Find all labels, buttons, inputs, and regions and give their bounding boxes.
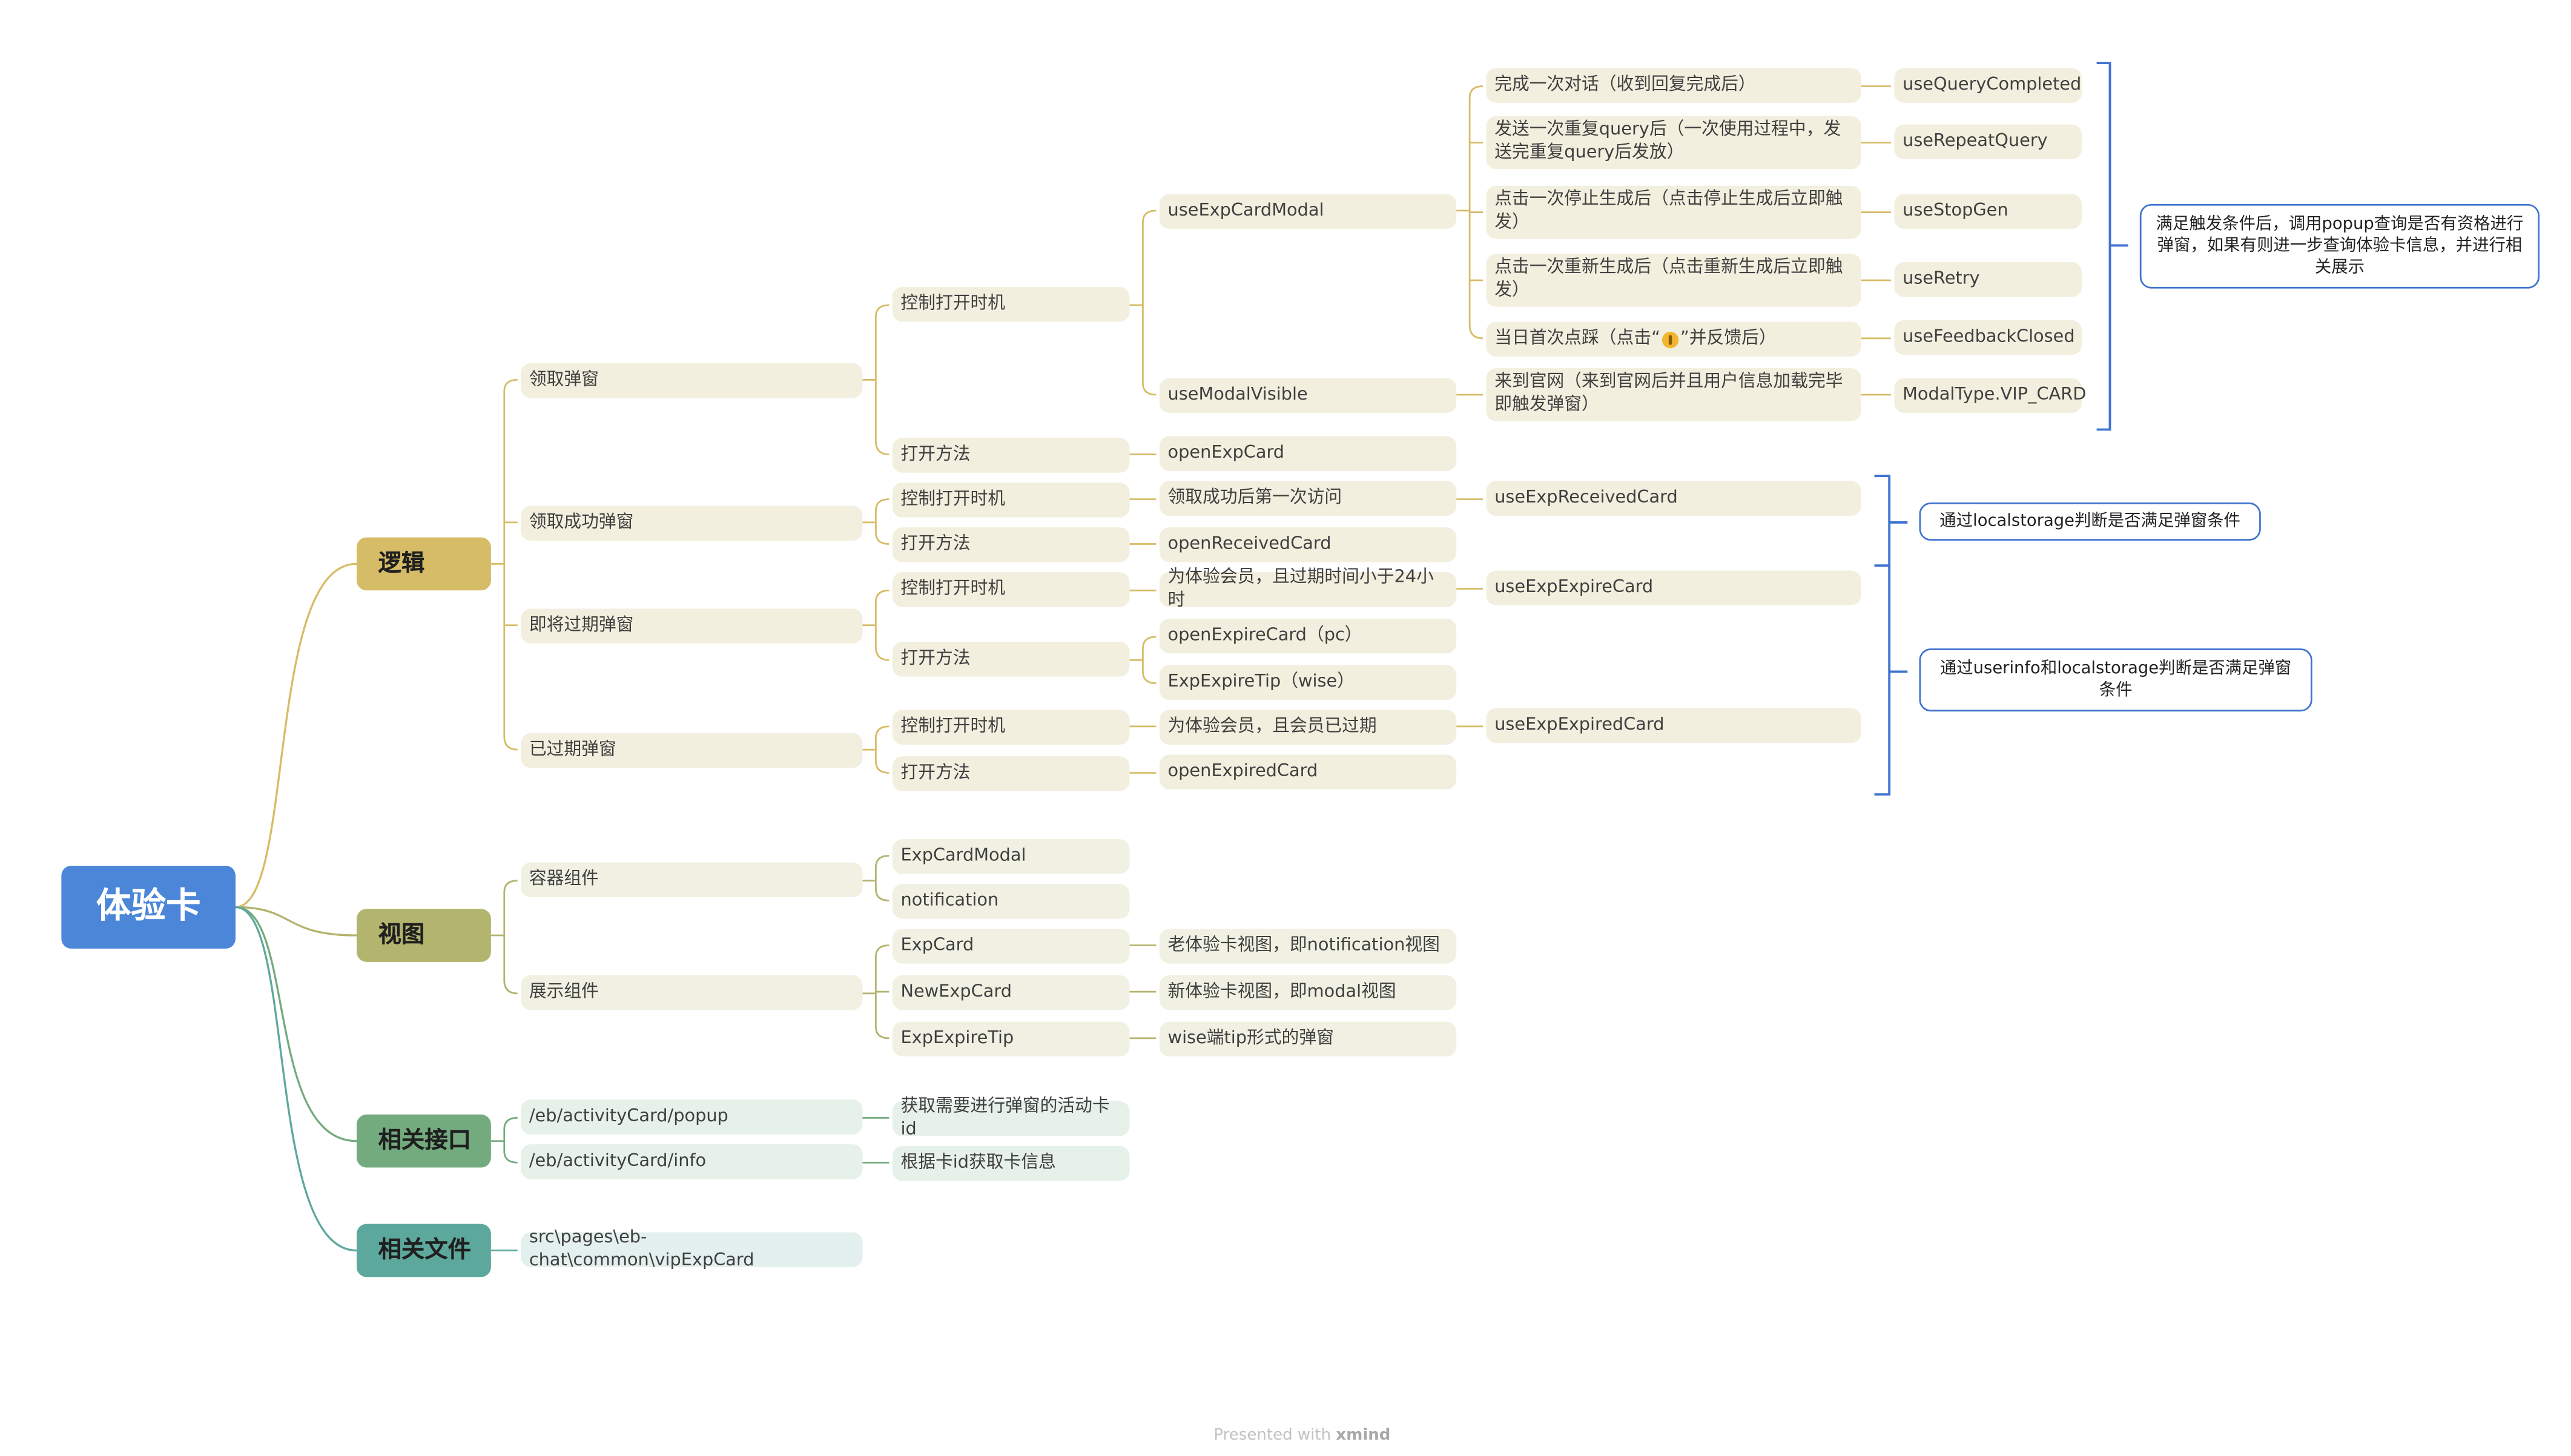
topic-new-exp-card[interactable]: NewExpCard — [892, 975, 1130, 1010]
branch-logic[interactable]: 逻辑 — [356, 537, 491, 591]
topic-open-exp-card[interactable]: openExpCard — [1159, 436, 1457, 471]
api-popup-path[interactable]: /eb/activityCard/popup — [521, 1099, 863, 1135]
topic-exp-expire-tip-wise[interactable]: ExpExpireTip（wise） — [1159, 665, 1457, 700]
desc-exp-expire-tip[interactable]: wise端tip形式的弹窗 — [1159, 1021, 1457, 1056]
trigger-official-site[interactable]: 来到官网（来到官网后并且用户信息加载完毕即触发弹窗） — [1486, 368, 1861, 421]
topic-use-modal-visible[interactable]: useModalVisible — [1159, 378, 1457, 413]
topic-open-received-card[interactable]: openReceivedCard — [1159, 527, 1457, 562]
hook-use-query-completed[interactable]: useQueryCompleted — [1894, 68, 2082, 103]
footer-credit: Presented with xmind — [1161, 1426, 1444, 1444]
trigger-stop-gen[interactable]: 点击一次停止生成后（点击停止生成后立即触发） — [1486, 185, 1861, 239]
topic-notification[interactable]: notification — [892, 884, 1130, 919]
topic-exp-card[interactable]: ExpCard — [892, 929, 1130, 964]
topic-claim-success[interactable]: 领取成功弹窗 — [521, 506, 863, 541]
api-info-desc[interactable]: 根据卡id获取卡信息 — [892, 1145, 1130, 1181]
xmind-logo: xmind — [1336, 1426, 1391, 1445]
topic-use-exp-card-modal[interactable]: useExpCardModal — [1159, 194, 1457, 229]
topic-expired-timing-value[interactable]: 为体验会员，且会员已过期 — [1159, 710, 1457, 745]
topic-container-components[interactable]: 容器组件 — [521, 862, 863, 898]
topic-expired-timing[interactable]: 控制打开时机 — [892, 710, 1130, 745]
api-popup-desc[interactable]: 获取需要进行弹窗的活动卡id — [892, 1096, 1130, 1139]
topic-open-expire-card-pc[interactable]: openExpireCard（pc） — [1159, 618, 1457, 654]
hook-use-retry[interactable]: useRetry — [1894, 262, 2082, 297]
topic-exp-card-modal[interactable]: ExpCardModal — [892, 839, 1130, 874]
thumbs-down-icon — [1662, 331, 1679, 348]
file-path[interactable]: src\pages\eb-chat\common\vipExpCard — [521, 1227, 863, 1270]
trigger-retry[interactable]: 点击一次重新生成后（点击重新生成后立即触发） — [1486, 254, 1861, 307]
topic-expired-open[interactable]: 打开方法 — [892, 756, 1130, 791]
footer-prefix: Presented with — [1213, 1426, 1332, 1445]
hook-use-exp-received-card[interactable]: useExpReceivedCard — [1486, 481, 1861, 516]
trigger-query-completed[interactable]: 完成一次对话（收到回复完成后） — [1486, 68, 1861, 103]
desc-exp-card[interactable]: 老体验卡视图，即notification视图 — [1159, 929, 1457, 964]
topic-claim-modal[interactable]: 领取弹窗 — [521, 363, 863, 398]
trigger-feedback-text-after: ”并反馈后） — [1680, 328, 1777, 348]
trigger-feedback-text-before: 当日首次点踩（点击“ — [1494, 328, 1661, 348]
topic-expiring-open[interactable]: 打开方法 — [892, 642, 1130, 677]
note-userinfo-localstorage[interactable]: 通过userinfo和localstorage判断是否满足弹窗条件 — [1919, 648, 2312, 712]
hook-use-exp-expire-card[interactable]: useExpExpireCard — [1486, 570, 1861, 605]
note-popup-query[interactable]: 满足触发条件后，调用popup查询是否有资格进行弹窗，如果有则进一步查询体验卡信… — [2139, 203, 2540, 289]
topic-expiring-timing-value[interactable]: 为体验会员，且过期时间小于24小时 — [1159, 567, 1457, 610]
trigger-feedback[interactable]: 当日首次点踩（点击“ ”并反馈后） — [1486, 321, 1861, 357]
topic-expiring-timing[interactable]: 控制打开时机 — [892, 572, 1130, 607]
branch-files[interactable]: 相关文件 — [356, 1224, 491, 1277]
hook-use-feedback-closed[interactable]: useFeedbackClosed — [1894, 320, 2082, 355]
hook-use-repeat-query[interactable]: useRepeatQuery — [1894, 124, 2082, 159]
topic-success-timing-value[interactable]: 领取成功后第一次访问 — [1159, 481, 1457, 516]
api-info-path[interactable]: /eb/activityCard/info — [521, 1144, 863, 1179]
hook-modal-type-vip-card[interactable]: ModalType.VIP_CARD — [1894, 378, 2086, 413]
trigger-repeat-query[interactable]: 发送一次重复query后（一次使用过程中，发送完重复query后发放） — [1486, 116, 1861, 170]
topic-exp-expire-tip[interactable]: ExpExpireTip — [892, 1021, 1130, 1056]
topic-open-expired-card[interactable]: openExpiredCard — [1159, 754, 1457, 789]
hook-use-stop-gen[interactable]: useStopGen — [1894, 194, 2082, 229]
topic-claim-open[interactable]: 打开方法 — [892, 438, 1130, 473]
branch-api[interactable]: 相关接口 — [356, 1114, 491, 1168]
topic-claim-timing[interactable]: 控制打开时机 — [892, 286, 1130, 322]
topic-display-components[interactable]: 展示组件 — [521, 975, 863, 1010]
root-topic[interactable]: 体验卡 — [61, 865, 236, 949]
branch-view[interactable]: 视图 — [356, 909, 491, 962]
topic-expired[interactable]: 已过期弹窗 — [521, 733, 863, 768]
hook-use-exp-expired-card[interactable]: useExpExpiredCard — [1486, 708, 1861, 743]
topic-success-timing[interactable]: 控制打开时机 — [892, 483, 1130, 518]
topic-expiring[interactable]: 即将过期弹窗 — [521, 608, 863, 644]
note-localstorage[interactable]: 通过localstorage判断是否满足弹窗条件 — [1919, 502, 2261, 541]
desc-new-exp-card[interactable]: 新体验卡视图，即modal视图 — [1159, 975, 1457, 1010]
topic-success-open[interactable]: 打开方法 — [892, 527, 1130, 562]
